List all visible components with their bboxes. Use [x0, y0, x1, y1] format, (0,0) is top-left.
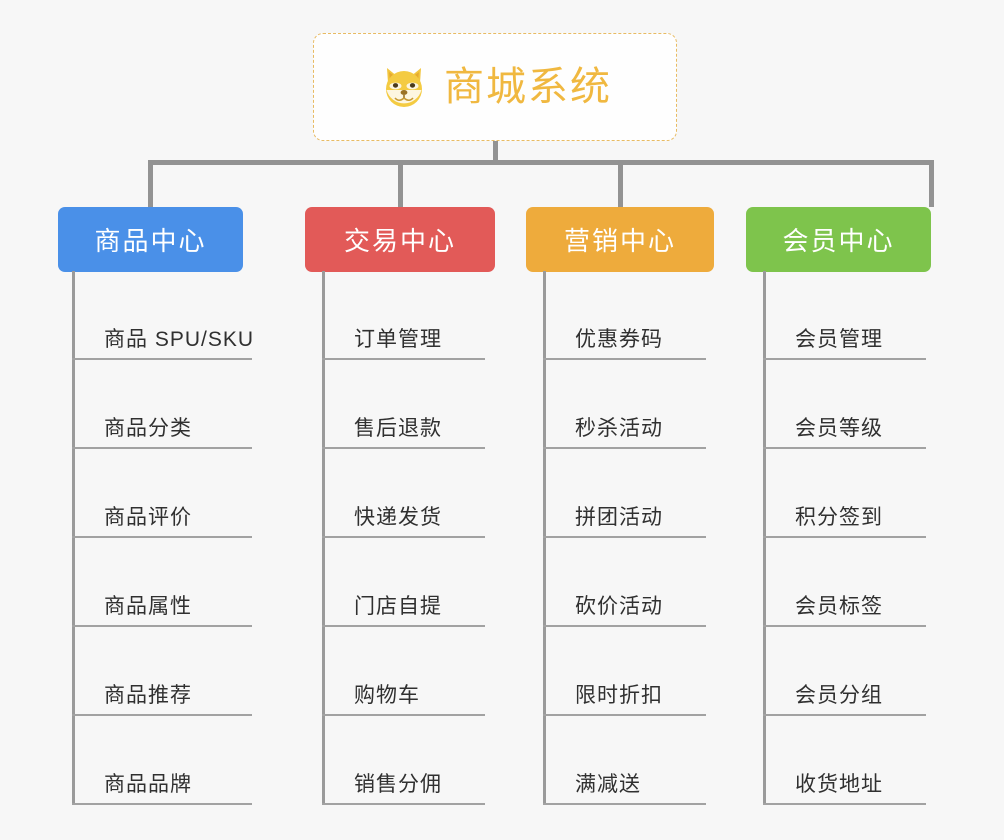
leaf-item[interactable]: 会员标签	[763, 538, 926, 627]
leaf-item-underline	[763, 803, 926, 805]
leaf-item-label: 秒杀活动	[575, 417, 663, 440]
connector-branch-stem-0	[148, 160, 153, 207]
leaf-item-label: 收货地址	[795, 773, 883, 796]
leaf-item-label: 拼团活动	[575, 506, 663, 529]
leaf-item-underline	[543, 536, 706, 538]
leaf-item-underline	[543, 714, 706, 716]
branch-header-label-3: 会员中心	[782, 226, 895, 256]
leaf-item[interactable]: 拼团活动	[543, 449, 706, 538]
leaf-item-label: 商品 SPU/SKU	[104, 328, 255, 351]
leaf-item-underline	[543, 358, 706, 360]
leaf-item-underline	[72, 714, 252, 716]
leaf-item-underline	[72, 447, 252, 449]
leaf-item[interactable]: 会员管理	[763, 271, 926, 360]
leaf-item-label: 销售分佣	[354, 773, 442, 796]
leaf-spine-0	[72, 271, 75, 805]
leaf-item-underline	[763, 714, 926, 716]
connector-branch-stem-3	[929, 160, 934, 207]
leaf-item[interactable]: 商品品牌	[72, 716, 252, 805]
branch-header-3[interactable]: 会员中心	[746, 207, 931, 272]
leaf-item-label: 售后退款	[354, 417, 442, 440]
leaf-item-underline	[543, 447, 706, 449]
leaf-item[interactable]: 满减送	[543, 716, 706, 805]
leaf-item[interactable]: 门店自提	[322, 538, 485, 627]
leaf-item-label: 商品属性	[104, 595, 192, 618]
leaf-item-underline	[322, 625, 485, 627]
leaf-item[interactable]: 秒杀活动	[543, 360, 706, 449]
leaf-item-label: 会员管理	[795, 328, 883, 351]
leaf-item[interactable]: 商品推荐	[72, 627, 252, 716]
leaf-item-label: 快递发货	[354, 506, 442, 529]
leaf-item[interactable]: 收货地址	[763, 716, 926, 805]
connector-horizontal-bus	[148, 160, 934, 165]
leaf-item[interactable]: 购物车	[322, 627, 485, 716]
leaf-item-underline	[72, 625, 252, 627]
leaf-item-underline	[543, 803, 706, 805]
branch-header-label-0: 商品中心	[94, 226, 207, 256]
leaf-item[interactable]: 销售分佣	[322, 716, 485, 805]
leaf-item-underline	[72, 536, 252, 538]
leaf-item-underline	[322, 536, 485, 538]
leaf-item[interactable]: 快递发货	[322, 449, 485, 538]
leaf-item-label: 会员标签	[795, 595, 883, 618]
leaf-item[interactable]: 限时折扣	[543, 627, 706, 716]
leaf-spine-1	[322, 271, 325, 805]
leaf-item-label: 砍价活动	[575, 595, 663, 618]
leaf-item[interactable]: 商品 SPU/SKU	[72, 271, 255, 360]
leaf-item[interactable]: 积分签到	[763, 449, 926, 538]
leaf-item-label: 商品品牌	[104, 773, 192, 796]
branch-header-0[interactable]: 商品中心	[58, 207, 243, 272]
leaf-item[interactable]: 售后退款	[322, 360, 485, 449]
leaf-item[interactable]: 砍价活动	[543, 538, 706, 627]
leaf-item-underline	[72, 358, 252, 360]
leaf-item-label: 会员等级	[795, 417, 883, 440]
leaf-item-label: 门店自提	[354, 595, 442, 618]
leaf-item-underline	[763, 358, 926, 360]
leaf-item[interactable]: 商品评价	[72, 449, 252, 538]
leaf-spine-3	[763, 271, 766, 805]
leaf-item[interactable]: 会员分组	[763, 627, 926, 716]
leaf-item[interactable]: 订单管理	[322, 271, 485, 360]
root-node-shopping-mall-system[interactable]: 商城系统	[313, 33, 677, 141]
leaf-item-label: 积分签到	[795, 506, 883, 529]
leaf-item[interactable]: 优惠券码	[543, 271, 706, 360]
leaf-item[interactable]: 商品分类	[72, 360, 252, 449]
leaf-item-underline	[763, 536, 926, 538]
branch-header-2[interactable]: 营销中心	[526, 207, 714, 272]
leaf-item-label: 购物车	[354, 684, 420, 707]
leaf-spine-2	[543, 271, 546, 805]
leaf-item-underline	[763, 447, 926, 449]
leaf-item-underline	[322, 803, 485, 805]
root-node-title: 商城系统	[444, 65, 612, 109]
leaf-item-label: 限时折扣	[575, 684, 663, 707]
leaf-item-underline	[543, 625, 706, 627]
leaf-item[interactable]: 商品属性	[72, 538, 252, 627]
leaf-item-underline	[763, 625, 926, 627]
leaf-item-label: 优惠券码	[575, 328, 663, 351]
connector-branch-stem-1	[398, 160, 403, 207]
leaf-item-label: 商品评价	[104, 506, 192, 529]
leaf-item-underline	[322, 447, 485, 449]
leaf-item-underline	[72, 803, 252, 805]
leaf-item-label: 商品推荐	[104, 684, 192, 707]
leaf-item-label: 会员分组	[795, 684, 883, 707]
branch-header-label-1: 交易中心	[343, 226, 456, 256]
leaf-item-label: 订单管理	[354, 328, 442, 351]
branch-header-label-2: 营销中心	[563, 226, 676, 256]
leaf-item-label: 商品分类	[104, 417, 192, 440]
leaf-item[interactable]: 会员等级	[763, 360, 926, 449]
leaf-item-underline	[322, 714, 485, 716]
connector-branch-stem-2	[618, 160, 623, 207]
shiba-dog-face-icon	[378, 61, 430, 113]
leaf-item-underline	[322, 358, 485, 360]
branch-header-1[interactable]: 交易中心	[305, 207, 495, 272]
leaf-item-label: 满减送	[575, 773, 641, 796]
connector-root-stem	[493, 141, 498, 164]
